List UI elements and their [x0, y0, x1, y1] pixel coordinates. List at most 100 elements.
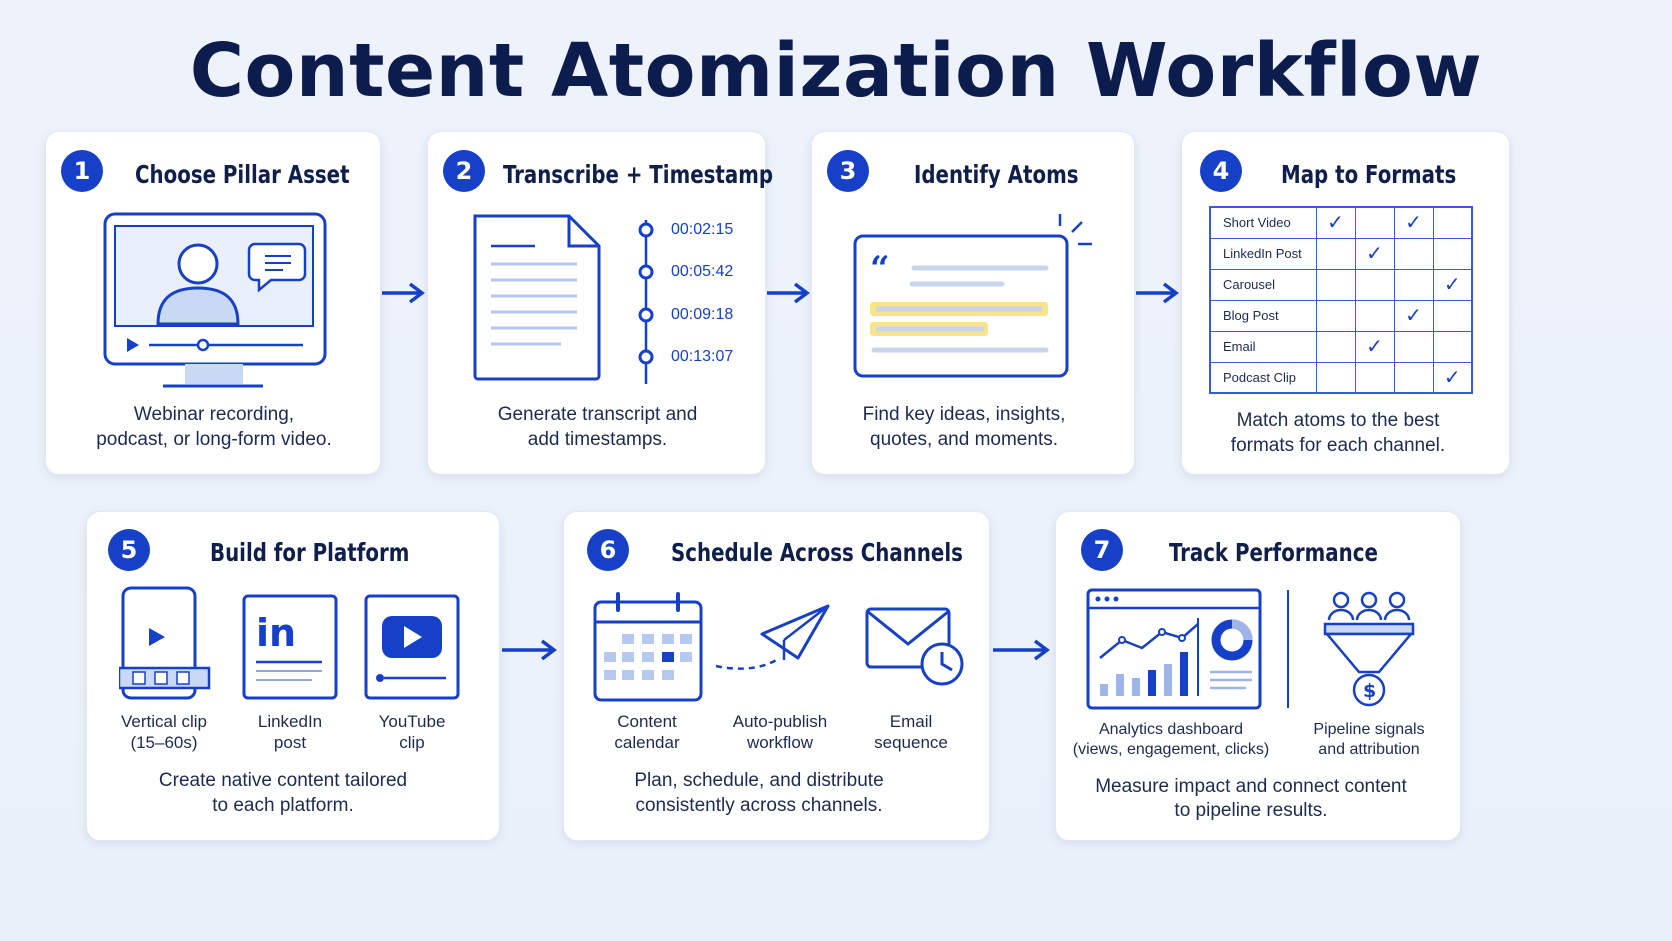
empty-cell	[1432, 237, 1473, 270]
item-label: calendar	[614, 733, 680, 752]
timestamp: 00:09:18	[671, 306, 734, 323]
step-number-badge: 2	[443, 150, 485, 192]
pipeline-funnel-icon: $	[1323, 588, 1415, 710]
format-matrix: Short Video✓✓LinkedIn Post✓Carousel✓Blog…	[1209, 206, 1473, 394]
check-icon: ✓	[1432, 268, 1473, 301]
item-label: Vertical clip	[121, 712, 207, 731]
format-label: Email	[1209, 330, 1317, 363]
check-icon: ✓	[1393, 299, 1434, 332]
step-description-line1: Webinar recording,	[133, 404, 295, 425]
format-row: Carousel ✓	[1209, 268, 1473, 301]
step-description-line2: podcast, or long-form video.	[96, 429, 332, 450]
timestamp: 00:13:07	[671, 348, 734, 365]
step-title: Schedule Across Channels	[671, 538, 963, 567]
item-label: Analytics dashboard	[1098, 721, 1244, 738]
item-label: (views, engagement, clicks)	[1072, 741, 1270, 758]
page-title: Content Atomization Workflow	[189, 28, 1483, 114]
check-icon: ✓	[1354, 237, 1395, 270]
timestamp: 00:02:15	[671, 221, 734, 238]
divider	[1287, 590, 1289, 708]
step-description-line2: to each platform.	[212, 795, 354, 816]
transcript-document-icon	[471, 212, 603, 382]
linkedin-icon: in	[242, 594, 338, 700]
step-number-badge: 1	[61, 150, 103, 192]
timeline-icon	[636, 220, 656, 384]
step-description-line2: quotes, and moments.	[870, 429, 1058, 450]
format-row: Email ✓	[1209, 330, 1473, 363]
empty-cell	[1432, 299, 1473, 332]
empty-cell	[1354, 206, 1395, 239]
step-title: Transcribe + Timestamp	[503, 160, 774, 189]
step-card-6: 6 Schedule Across Channels	[563, 511, 990, 841]
timestamp: 00:05:42	[671, 263, 734, 280]
step-number-badge: 3	[827, 150, 869, 192]
step-description-line2: add timestamps.	[527, 429, 668, 450]
arrow-right-icon	[767, 282, 811, 304]
step-description-line2: formats for each channel.	[1230, 435, 1446, 456]
youtube-icon	[364, 594, 460, 700]
step-card-2: 2 Transcribe + Timestamp 00:02:15 00:05:…	[427, 131, 773, 475]
step-card-1: 1 Choose Pillar Asset Webinar recording,…	[45, 131, 381, 475]
item-label: sequence	[874, 733, 948, 752]
empty-cell	[1432, 206, 1473, 239]
item-label: Email	[889, 712, 933, 731]
step-description-line1: Create native content tailored	[158, 770, 408, 791]
item-label: (15–60s)	[130, 733, 198, 752]
check-icon: ✓	[1354, 330, 1395, 363]
empty-cell	[1315, 361, 1356, 394]
webinar-monitor-icon	[103, 212, 329, 390]
arrow-right-icon	[502, 639, 558, 661]
quote-highlight-icon: “	[852, 210, 1102, 382]
empty-cell	[1393, 268, 1434, 301]
item-label: clip	[399, 733, 425, 752]
item-label: and attribution	[1318, 741, 1420, 758]
format-label: Blog Post	[1209, 299, 1317, 332]
vertical-clip-phone-icon	[119, 584, 211, 702]
step-description-line2: to pipeline results.	[1174, 800, 1328, 821]
step-number-badge: 4	[1200, 150, 1242, 192]
empty-cell	[1354, 361, 1395, 394]
svg-text:“: “	[870, 249, 890, 289]
format-row: Blog Post ✓	[1209, 299, 1473, 332]
item-label: Auto-publish	[732, 712, 828, 731]
empty-cell	[1315, 330, 1356, 363]
check-icon: ✓	[1393, 206, 1434, 239]
step-card-5: 5 Build for Platform in Vertical clip	[86, 511, 500, 841]
step-description-line1: Match atoms to the best	[1236, 410, 1440, 431]
format-label: LinkedIn Post	[1209, 237, 1317, 270]
empty-cell	[1315, 299, 1356, 332]
empty-cell	[1354, 299, 1395, 332]
empty-cell	[1354, 268, 1395, 301]
format-label: Short Video	[1209, 206, 1317, 239]
format-label: Podcast Clip	[1209, 361, 1317, 394]
empty-cell	[1393, 237, 1434, 270]
calendar-icon	[592, 592, 706, 704]
empty-cell	[1393, 330, 1434, 363]
step-card-7: 7 Track Performance	[1055, 511, 1461, 841]
step-title: Track Performance	[1169, 538, 1378, 567]
svg-text:$: $	[1363, 680, 1376, 702]
format-row: Short Video✓✓	[1209, 206, 1473, 239]
empty-cell	[1393, 361, 1434, 394]
analytics-dashboard-icon	[1086, 588, 1262, 710]
step-description-line2: consistently across channels.	[635, 795, 883, 816]
step-card-4: 4 Map to Formats Short Video✓✓LinkedIn P…	[1181, 131, 1510, 475]
email-clock-icon	[864, 606, 968, 690]
item-label: Pipeline signals	[1313, 721, 1425, 738]
step-title: Map to Formats	[1281, 160, 1457, 189]
step-description-line1: Measure impact and connect content	[1095, 776, 1407, 797]
step-title: Build for Platform	[210, 538, 410, 567]
arrow-right-icon	[993, 639, 1051, 661]
check-icon: ✓	[1432, 361, 1473, 394]
check-icon: ✓	[1315, 206, 1356, 239]
empty-cell	[1432, 330, 1473, 363]
item-label: workflow	[746, 733, 814, 752]
format-label: Carousel	[1209, 268, 1317, 301]
arrow-right-icon	[382, 282, 426, 304]
empty-cell	[1315, 237, 1356, 270]
paper-plane-icon	[714, 602, 834, 678]
item-label: LinkedIn	[257, 712, 323, 731]
step-number-badge: 6	[587, 529, 629, 571]
item-label: Content	[617, 712, 677, 731]
step-description-line1: Plan, schedule, and distribute	[634, 770, 884, 791]
